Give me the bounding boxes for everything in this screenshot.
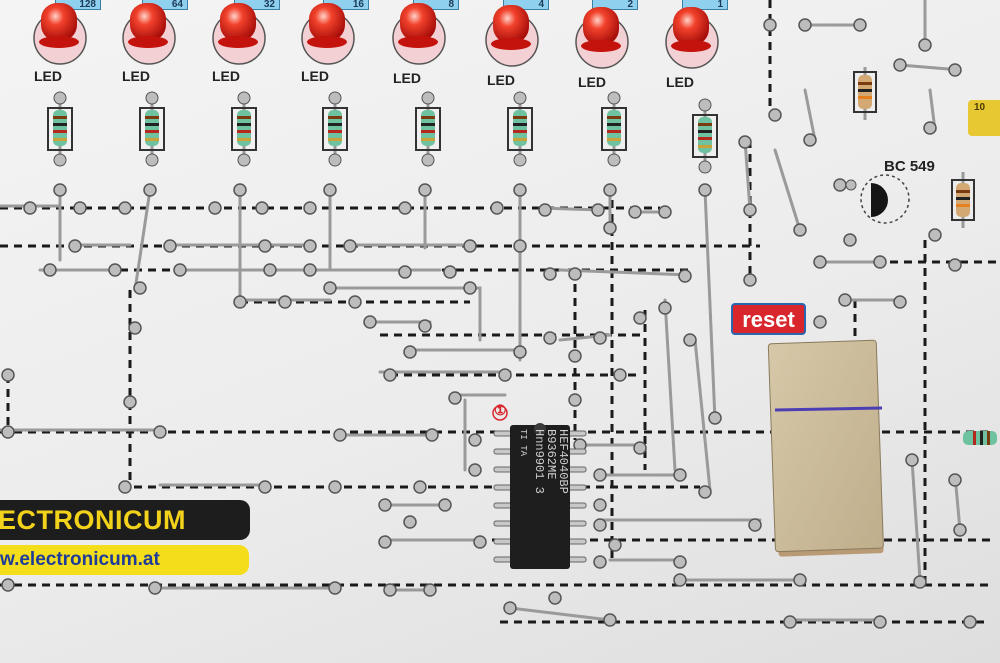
led-7 — [575, 7, 629, 69]
led-3 — [212, 3, 266, 65]
paperboard-pad — [767, 339, 884, 557]
led-label: LED — [34, 68, 62, 84]
capacitor: 10 — [968, 100, 1000, 136]
led-4 — [301, 3, 355, 65]
led-label: LED — [578, 74, 606, 90]
led-label: LED — [393, 70, 421, 86]
reset-label: reset — [731, 303, 806, 335]
bit-tag-1: 1 — [682, 0, 728, 10]
led-label: LED — [212, 68, 240, 84]
transistor-label: BC 549 — [884, 158, 935, 175]
solder-pads — [1, 18, 977, 629]
leds — [33, 3, 719, 69]
ic-marking: HEF4040BP B9362ME Hnn9901 3 TI TA — [518, 429, 570, 494]
ic-hef4040 — [492, 405, 587, 569]
led-2 — [122, 3, 176, 65]
ic-pin1-marker: ① — [494, 402, 507, 418]
led-label: LED — [487, 72, 515, 88]
brand-name: ECTRONICUM — [0, 500, 250, 540]
transistor-bc549 — [845, 174, 910, 224]
bit-tag-4: 4 — [503, 0, 549, 10]
led-8 — [665, 7, 719, 69]
led-label: LED — [301, 68, 329, 84]
brand-url: w.electronicum.at — [0, 545, 249, 575]
led-resistors — [47, 67, 997, 445]
led-label: LED — [666, 74, 694, 90]
bit-tag-2: 2 — [592, 0, 638, 10]
led-5 — [392, 3, 446, 65]
led-label: LED — [122, 68, 150, 84]
led-1 — [33, 3, 87, 65]
led-6 — [485, 5, 539, 67]
